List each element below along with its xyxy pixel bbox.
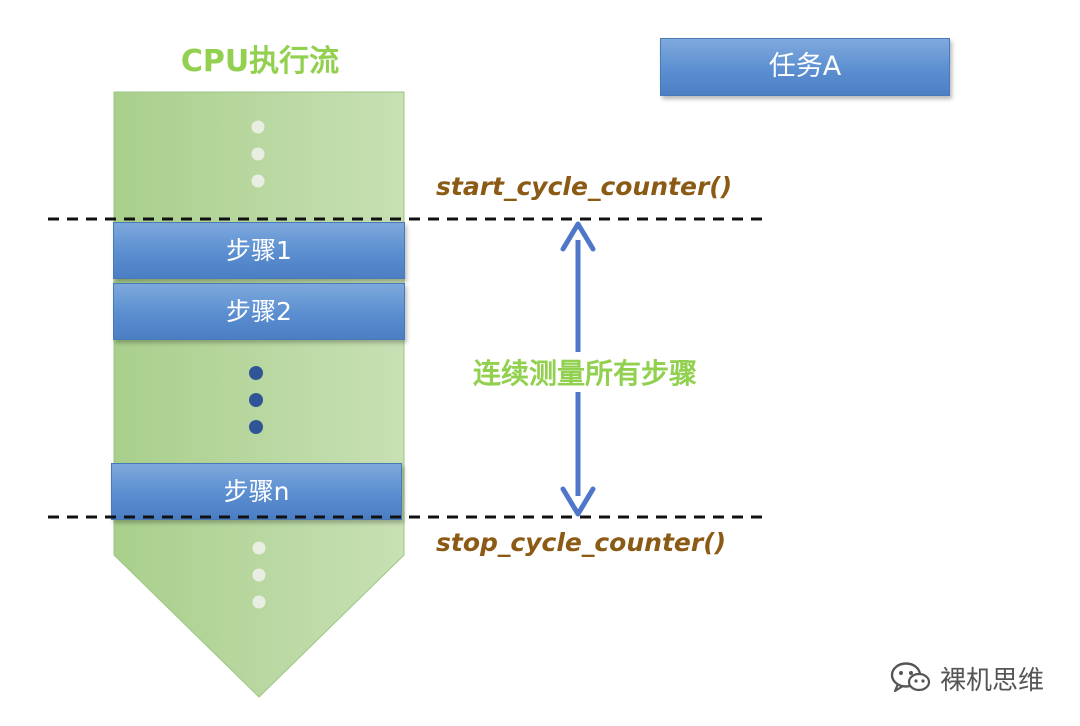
step-1-box: 步骤1	[113, 222, 405, 279]
ellipsis-dot-bottom-2	[252, 568, 266, 582]
ellipsis-dot-top-1	[251, 120, 265, 134]
ellipsis-dot-top-2	[251, 147, 265, 161]
stop-cycle-counter-label: stop_cycle_counter()	[436, 528, 727, 557]
measure-all-steps-label: 连续测量所有步骤	[450, 352, 720, 392]
watermark-text: 裸机思维	[940, 665, 1045, 696]
start-cycle-counter-label: start_cycle_counter()	[436, 172, 733, 201]
cpu-flow-title: CPU执行流	[180, 44, 340, 79]
wechat-icon	[890, 662, 931, 693]
ellipsis-dot-bottom-1	[252, 541, 266, 555]
watermark: 裸机思维	[890, 656, 1044, 700]
step-2-box: 步骤2	[113, 283, 405, 340]
step-n-box: 步骤n	[111, 463, 402, 520]
ellipsis-dot-mid-1	[249, 366, 263, 380]
measure-arrow-head-down	[560, 486, 596, 517]
ellipsis-dot-top-3	[251, 174, 265, 188]
task-a-box: 任务A	[660, 38, 950, 96]
ellipsis-dot-mid-2	[249, 393, 263, 407]
ellipsis-dot-bottom-3	[252, 595, 266, 609]
ellipsis-dot-mid-3	[249, 420, 263, 434]
measure-arrow-head-up	[560, 221, 596, 252]
